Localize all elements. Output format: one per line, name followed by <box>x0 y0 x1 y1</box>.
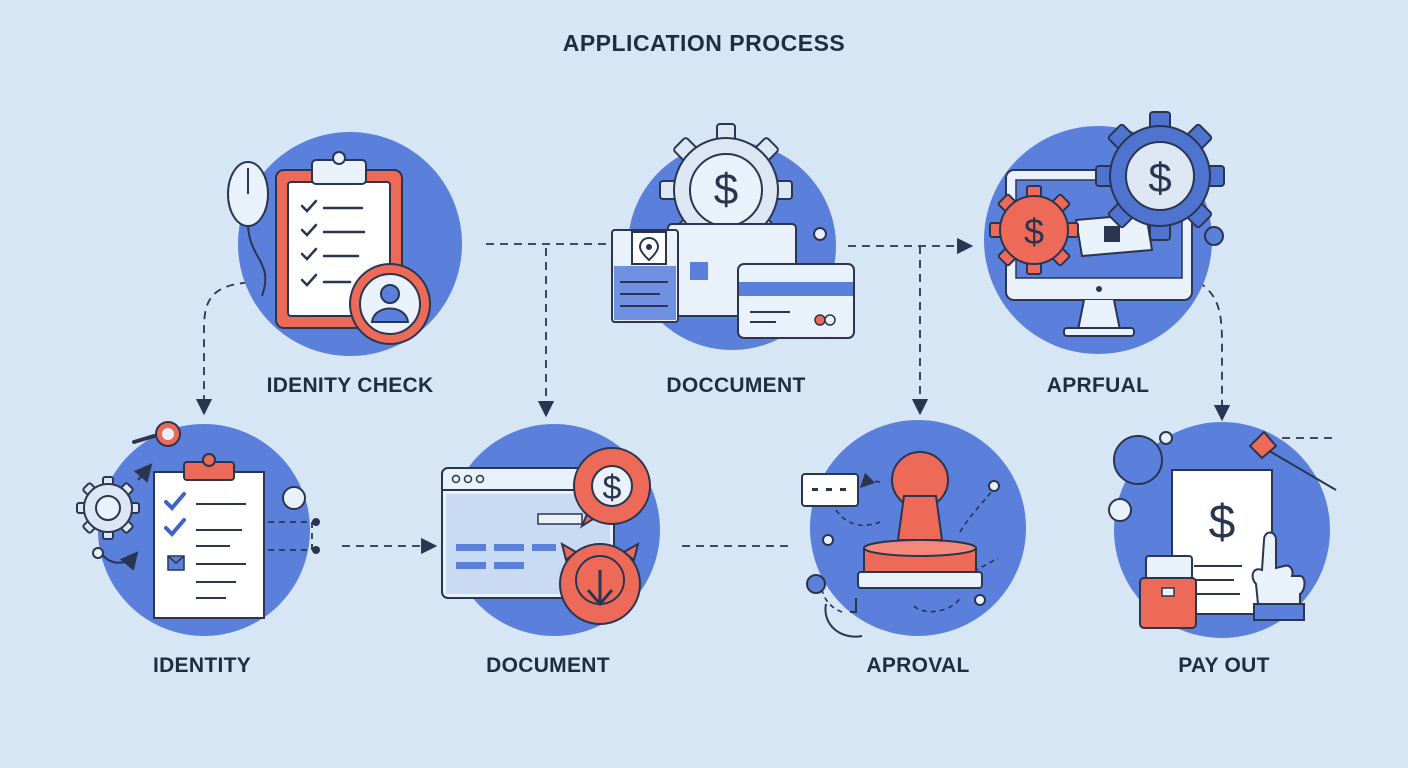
currency-symbol: $ <box>1148 154 1171 201</box>
stamp-icon <box>857 451 983 589</box>
step-label-document-top: DOCCUMENT <box>666 374 806 397</box>
connector-aprfual-to-pay-out <box>1197 281 1231 422</box>
location-pin-icon <box>611 229 679 323</box>
dollar-coin-icon: $ <box>573 447 651 529</box>
step-aproval <box>801 420 1026 638</box>
gear-icon <box>76 476 140 540</box>
step-document-top: $ <box>611 123 855 350</box>
step-label-aprfual: APRFUAL <box>1046 374 1150 397</box>
step-identity-check <box>227 132 462 356</box>
dollar-gear-icon: $ <box>989 185 1079 275</box>
download-icon <box>559 541 641 625</box>
step-pay-out: $ <box>1108 422 1337 638</box>
currency-symbol: $ <box>1209 496 1236 549</box>
currency-symbol: $ <box>1024 211 1044 252</box>
dollar-gear-icon: $ <box>1095 111 1225 241</box>
currency-symbol: $ <box>603 469 622 507</box>
message-bubble-icon <box>801 473 859 507</box>
magnifier-icon <box>132 421 181 447</box>
checklist-icon <box>153 453 265 619</box>
pen-icon <box>1248 430 1337 491</box>
step-document: $ <box>441 424 660 636</box>
briefcase-icon <box>1139 555 1197 629</box>
credit-card-icon <box>737 263 855 339</box>
step-label-aproval: APROVAL <box>866 654 970 677</box>
page-title: APPLICATION PROCESS <box>562 30 846 56</box>
currency-symbol: $ <box>714 165 738 214</box>
step-label-document: DOCUMENT <box>486 654 610 677</box>
step-identity <box>76 421 320 636</box>
hand-pointer-icon <box>1251 531 1306 621</box>
user-avatar-icon <box>349 263 431 345</box>
step-aprfual: $ $ <box>984 111 1225 354</box>
step-label-identity: IDENTITY <box>152 654 252 677</box>
step-label-identity-check: IDENITY CHECK <box>266 374 434 397</box>
step-label-pay-out: PAY OUT <box>1178 654 1270 677</box>
mouse-icon <box>227 161 269 297</box>
